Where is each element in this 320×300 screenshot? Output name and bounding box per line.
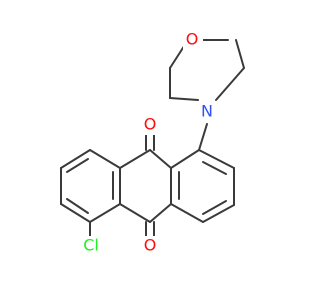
carbonyl-oxygen-top-label: O <box>144 115 157 134</box>
carbonyl-oxygen-bottom-label: O <box>144 236 157 255</box>
morpholine-oxygen-label: O <box>186 30 199 49</box>
chlorine-label: Cl <box>83 236 99 255</box>
bond-lines <box>60 39 245 242</box>
morpholine-nitrogen-label: N <box>201 102 213 121</box>
atom-labels: O N O O Cl <box>78 30 218 256</box>
molecule-structure: O N O O Cl <box>60 30 245 256</box>
